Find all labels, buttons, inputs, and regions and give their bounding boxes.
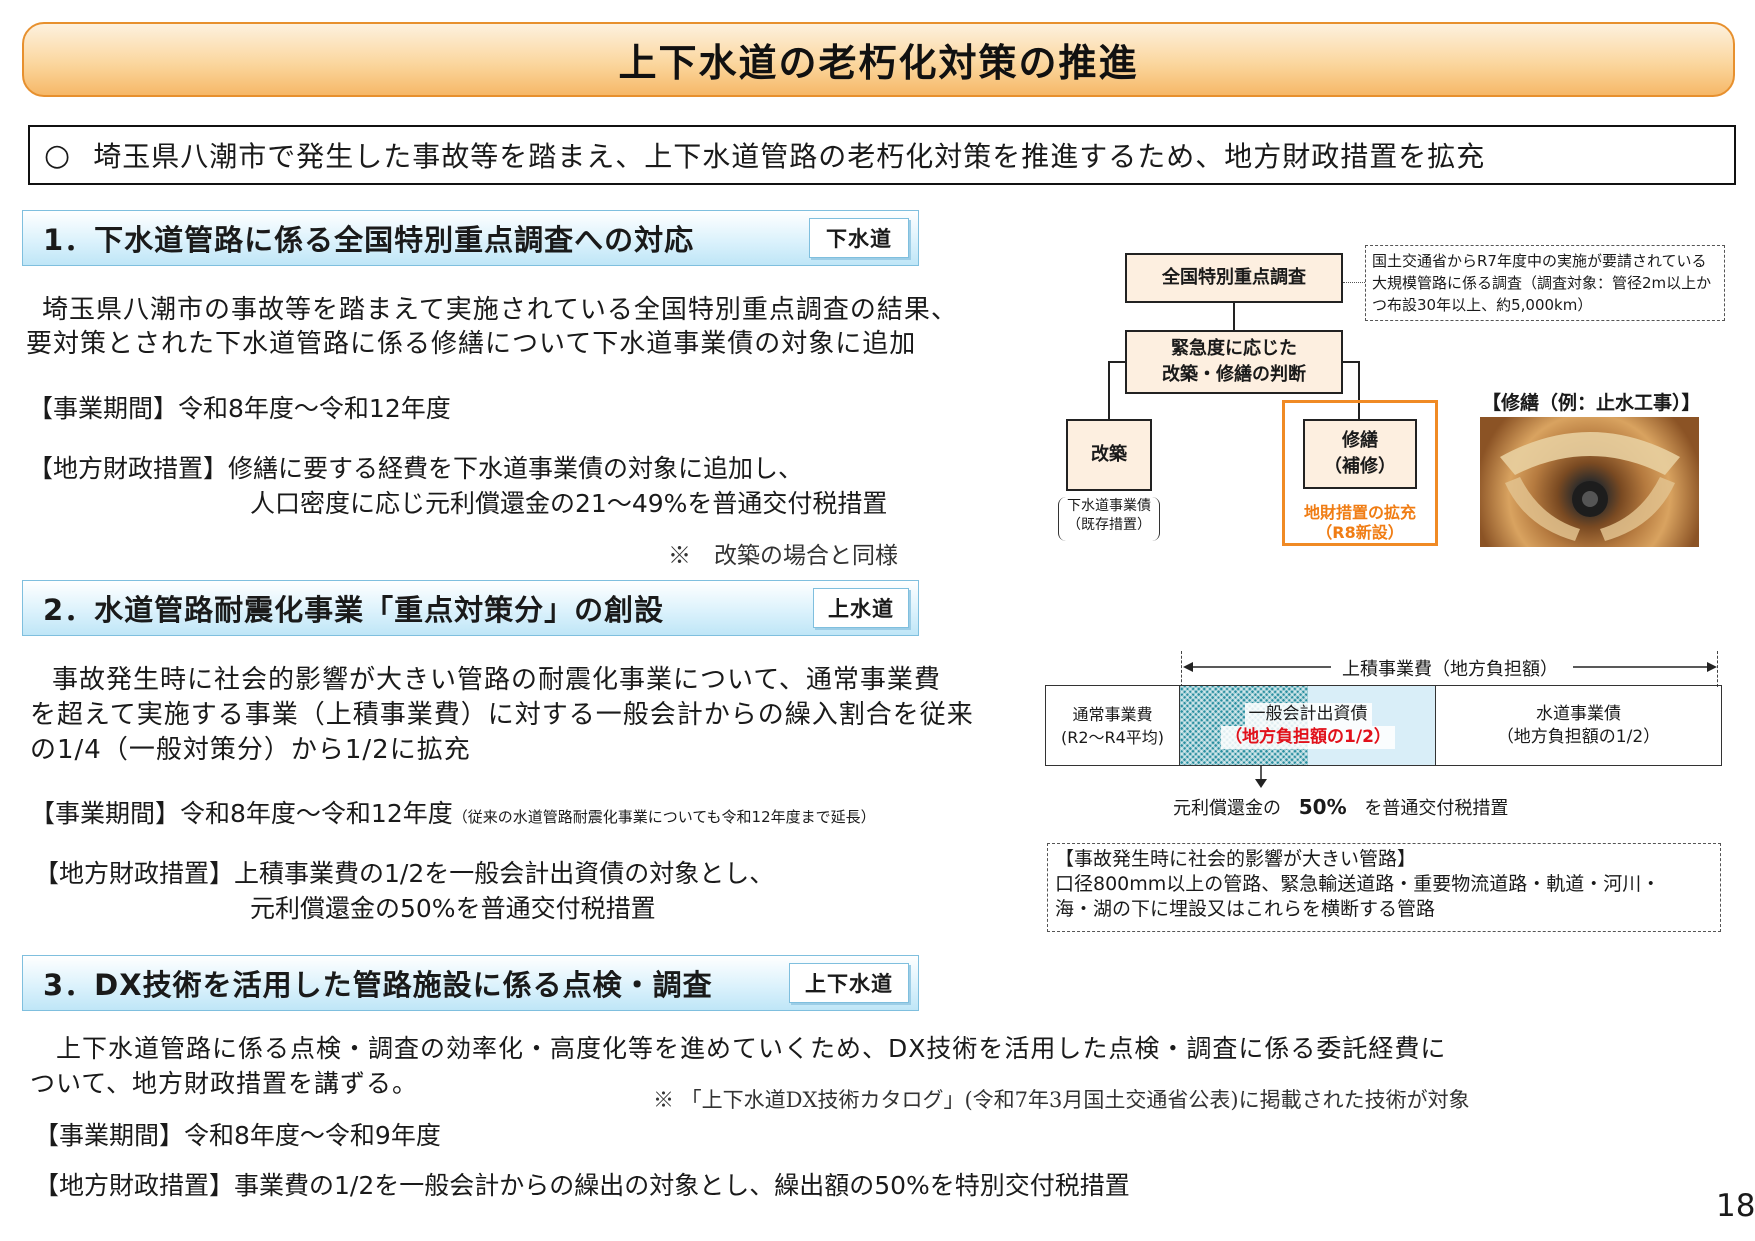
bar-cell-general: 一般会計出資債 （地方負担額の1/2）	[1180, 686, 1436, 765]
bar-cell-bond-line1: 水道事業債	[1536, 703, 1621, 724]
section3-measure: 【地方財政措置】事業費の1/2を一般会計からの繰出の対象とし、繰出額の50%を特…	[34, 1171, 1130, 1200]
section3-header: 3．DX技術を活用した管路施設に係る点検・調査 上下水道	[22, 955, 919, 1011]
flow-line	[1108, 361, 1110, 419]
repair-note: 地財措置の拡充 （R8新設）	[1284, 503, 1436, 543]
page-title: 上下水道の老朽化対策の推進	[22, 22, 1735, 97]
bar-cell-normal-line1: 通常事業費	[1072, 704, 1153, 724]
bar-cell-normal-line2: (R2～R4平均)	[1060, 727, 1165, 747]
flow-line	[1233, 303, 1235, 330]
repair-line2: （補修）	[1324, 456, 1396, 477]
bar-cell-normal: 通常事業費 (R2～R4平均)	[1046, 686, 1180, 765]
down-arrow-icon	[1255, 766, 1267, 788]
section2-period: 【事業期間】令和8年度～令和12年度	[30, 799, 453, 828]
funding-bar: 通常事業費 (R2～R4平均) 一般会計出資債 （地方負担額の1/2） 水道事業…	[1045, 685, 1722, 766]
repair-photo-image	[1500, 432, 1680, 541]
summary-text: 埼玉県八潮市で発生した事故等を踏まえ、上下水道管路の老朽化対策を推進するため、地…	[93, 140, 1486, 173]
section1-body-line2: 要対策とされた下水道管路に係る修繕について下水道事業債の対象に追加	[26, 329, 917, 359]
section2-period-row: 【事業期間】令和8年度～令和12年度（従来の水道管路耐震化事業についても令和12…	[30, 797, 876, 834]
rebuild-note-line1: 下水道事業債	[1067, 498, 1151, 514]
section2-tag: 上水道	[813, 588, 909, 628]
result-prefix: 元利償還金の	[1173, 798, 1281, 819]
section2-measure-line2: 元利償還金の50%を普通交付税措置	[250, 894, 656, 923]
section3-period: 【事業期間】令和8年度～令和9年度	[34, 1121, 441, 1150]
new-measure-frame	[1282, 400, 1438, 546]
flow-line	[1108, 361, 1125, 363]
section1-measure-line2: 人口密度に応じ元利償還金の21～49%を普通交付税措置	[250, 489, 888, 518]
section3-body-line2: ついて、地方財政措置を講ずる。	[30, 1069, 419, 1098]
summary-box: ○ 埼玉県八潮市で発生した事故等を踏まえ、上下水道管路の老朽化対策を推進するため…	[28, 125, 1736, 185]
span-arrow	[1183, 662, 1717, 672]
result-line: 元利償還金の 50% を普通交付税措置	[1173, 794, 1508, 820]
flow-line	[1343, 361, 1360, 363]
span-label: 上積事業費（地方負担額）	[1342, 659, 1558, 680]
section2-body-line2: を超えて実施する事業（上積事業費）に対する一般会計からの繰入割合を従来	[30, 700, 974, 730]
bar-cell-bond-line2: （地方負担額の1/2）	[1496, 726, 1661, 747]
survey-note: 国土交通省からR7年度中の実施が要請されている大規模管路に係る調査（調査対象：管…	[1365, 245, 1725, 321]
flow-line	[1358, 361, 1360, 419]
section1-measure-line1: 【地方財政措置】修繕に要する経費を下水道事業債の対象に追加し、	[28, 454, 804, 483]
repair-note-line2: （R8新設）	[1316, 523, 1404, 542]
result-rate: 50%	[1298, 795, 1347, 819]
section3-title: 3．DX技術を活用した管路施設に係る点検・調査	[43, 968, 713, 1002]
damage-note: 【事故発生時に社会的影響が大きい管路】 口径800mm以上の管路、緊急輸送道路・…	[1047, 843, 1721, 932]
section3-note: ※ 「上下水道DX技術カタログ」(令和7年3月国土交通省公表)に掲載された技術が…	[653, 1088, 1470, 1112]
photo-caption: 【修繕（例：止水工事）】	[1482, 392, 1701, 414]
bar-cell-bond: 水道事業債 （地方負担額の1/2）	[1436, 686, 1721, 765]
section2-title: 2．水道管路耐震化事業「重点対策分」の創設	[43, 593, 665, 627]
section1-tag: 下水道	[809, 218, 909, 258]
bar-cell-general-text: 一般会計出資債 （地方負担額の1/2）	[1180, 686, 1436, 765]
bar-cell-general-line1: 一般会計出資債	[1244, 702, 1372, 726]
page-number: 18	[1716, 1188, 1755, 1224]
damage-line1: 口径800mm以上の管路、緊急輸送道路・重要物流道路・軌道・河川・	[1055, 873, 1661, 895]
rebuild-note-line2: （既存措置）	[1067, 517, 1151, 533]
summary-bullet: ○	[44, 137, 72, 173]
rebuild-box: 改築	[1066, 419, 1152, 491]
section1-period: 【事業期間】令和8年度～令和12年度	[28, 394, 451, 423]
survey-box: 全国特別重点調査	[1125, 253, 1343, 303]
judgement-line1: 緊急度に応じた	[1171, 338, 1297, 359]
span-marker-right	[1717, 651, 1718, 687]
section2-body-line1: 事故発生時に社会的影響が大きい管路の耐震化事業について、通常事業費	[52, 665, 941, 695]
section1-header: 1．下水道管路に係る全国特別重点調査への対応 下水道	[22, 210, 919, 266]
rebuild-note: 下水道事業債 （既存措置）	[1058, 497, 1160, 541]
repair-photo	[1480, 417, 1699, 547]
bar-cell-general-line2: （地方負担額の1/2）	[1221, 725, 1395, 749]
section2-period-note: （従来の水道管路耐震化事業についても令和12年度まで延長）	[452, 808, 876, 826]
section2-header: 2．水道管路耐震化事業「重点対策分」の創設 上水道	[22, 580, 919, 636]
repair-note-line1: 地財措置の拡充	[1303, 503, 1416, 522]
span-marker-left	[1181, 651, 1182, 687]
damage-title: 【事故発生時に社会的影響が大きい管路】	[1055, 848, 1417, 870]
judgement-box: 緊急度に応じた 改築・修繕の判断	[1125, 330, 1343, 394]
section3-body-line1: 上下水道管路に係る点検・調査の効率化・高度化等を進めていくため、DX技術を活用し…	[56, 1034, 1447, 1063]
section2-measure-line1: 【地方財政措置】上積事業費の1/2を一般会計出資債の対象とし、	[34, 859, 775, 888]
repair-box: 修繕 （補修）	[1303, 419, 1417, 489]
section3-tag: 上下水道	[789, 963, 909, 1003]
repair-line1: 修繕	[1342, 430, 1378, 451]
section1-note: ※ 改築の場合と同様	[668, 543, 898, 569]
result-suffix: を普通交付税措置	[1364, 798, 1509, 819]
section2-body-line3: の1/4（一般対策分）から1/2に拡充	[30, 735, 471, 765]
section1-title: 1．下水道管路に係る全国特別重点調査への対応	[43, 223, 695, 257]
survey-note-connector	[1343, 282, 1365, 283]
judgement-line2: 改築・修繕の判断	[1162, 364, 1306, 385]
section1-body-line1: 埼玉県八潮市の事故等を踏まえて実施されている全国特別重点調査の結果、	[42, 295, 958, 325]
damage-line2: 海・湖の下に埋設又はこれらを横断する管路	[1055, 898, 1436, 920]
